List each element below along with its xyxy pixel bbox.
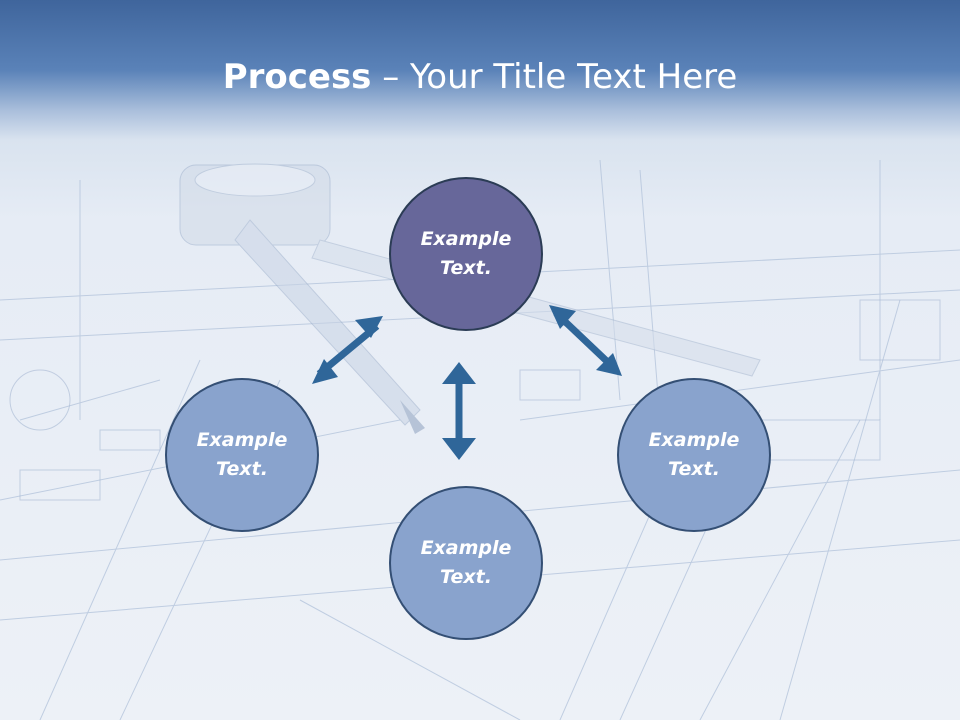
process-node-right[interactable]: Example Text. — [617, 378, 771, 532]
slide-title: Process – Your Title Text Here — [0, 52, 960, 102]
process-node-left[interactable]: Example Text. — [165, 378, 319, 532]
process-node-top[interactable]: Example Text. — [389, 177, 543, 331]
node-left-label: Example Text. — [196, 429, 288, 480]
node-top-label: Example Text. — [420, 228, 512, 279]
title-bold: Process — [222, 57, 372, 97]
node-bottom-label: Example Text. — [420, 537, 512, 588]
node-right-label: Example Text. — [648, 429, 740, 480]
double-arrow-right-icon — [549, 305, 622, 376]
double-arrow-left-icon — [312, 316, 383, 384]
title-rest: – Your Title Text Here — [371, 57, 738, 97]
process-node-bottom[interactable]: Example Text. — [389, 486, 543, 640]
double-arrow-vertical-icon — [442, 362, 476, 460]
